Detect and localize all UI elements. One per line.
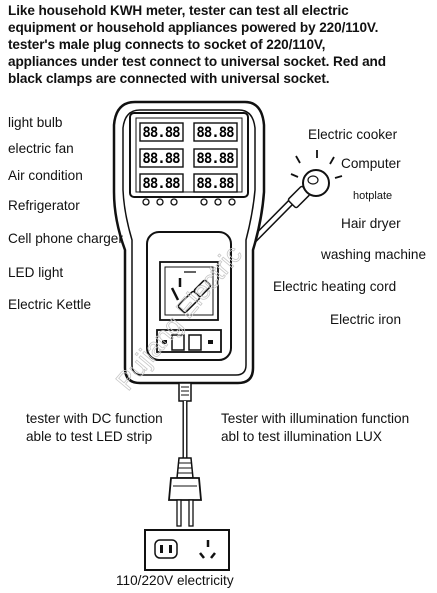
intro-line: tester's male plug connects to socket of…	[8, 37, 326, 52]
male-plug	[168, 477, 202, 501]
electricity-label: 110/220V electricity	[116, 573, 234, 588]
digit-readout: 88.88	[196, 151, 234, 167]
appliance-label: Air condition	[8, 168, 83, 183]
appliance-label: Cell phone charger	[8, 231, 123, 246]
digit-readout: 88.88	[142, 176, 180, 192]
appliance-label: Refrigerator	[8, 198, 80, 213]
button-row[interactable]	[142, 198, 236, 206]
appliance-label: Electric heating cord	[273, 279, 397, 294]
digit-readout: 88.88	[142, 125, 180, 141]
appliance-label: Computer	[341, 156, 401, 171]
appliance-label: electric fan	[8, 141, 74, 156]
dc-function-note: able to test LED strip	[26, 429, 153, 444]
appliance-label: Hair dryer	[341, 216, 401, 231]
dc-function-note: tester with DC function	[26, 411, 163, 426]
appliance-label: LED light	[8, 265, 64, 280]
appliance-label: Electric cooker	[308, 127, 398, 142]
intro-line: equipment or household appliances powere…	[8, 20, 379, 35]
appliance-label: washing machine	[321, 247, 427, 262]
lux-function-note: abl to test illumination LUX	[221, 429, 382, 444]
intro-line: Like household KWH meter, tester can tes…	[8, 3, 349, 18]
intro-line: black clamps are connected with universa…	[8, 71, 330, 86]
universal-socket	[146, 231, 232, 361]
appliance-label: hotplate	[353, 190, 393, 202]
digit-readout: 88.88	[142, 151, 180, 167]
wall-outlet	[144, 529, 230, 571]
appliance-label: Electric iron	[330, 312, 402, 327]
light-bulb-icon	[290, 150, 343, 197]
lux-function-note: Tester with illumination function	[221, 411, 410, 426]
digit-readout: 88.88	[196, 125, 234, 141]
appliance-label: Electric Kettle	[8, 297, 92, 312]
intro-line: appliances under test connect to univers…	[8, 54, 386, 69]
display-digits: 88.88 88.88 88.88 88.88 88.88 88.88	[139, 122, 238, 193]
power-cord	[168, 382, 202, 527]
digit-readout: 88.88	[196, 176, 234, 192]
appliance-label: light bulb	[8, 115, 63, 130]
intro-text: Like household KWH meter, tester can tes…	[8, 2, 433, 87]
